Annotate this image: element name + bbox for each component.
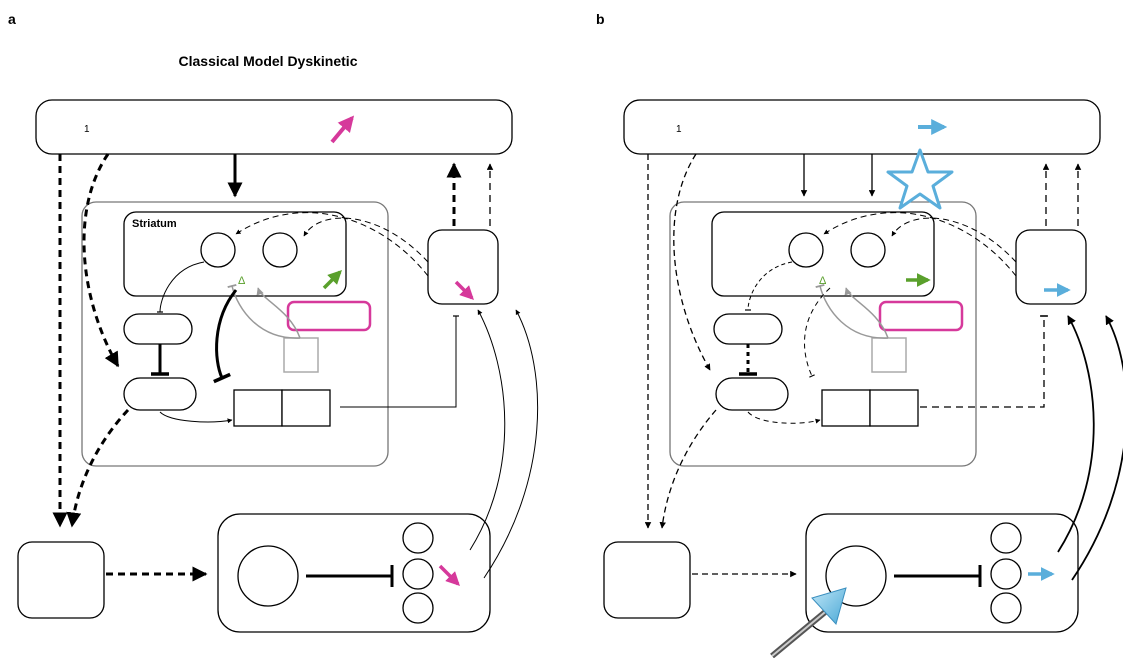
cortex-label: 1 — [84, 124, 90, 135]
spinal-box-b — [603, 541, 691, 619]
gpi-box — [233, 389, 283, 427]
fiber-circle-b2 — [990, 558, 1022, 590]
fiber-circle-b1 — [990, 522, 1022, 554]
panel-a-title: Classical Model Dyskinetic — [179, 53, 358, 69]
stn-to-gpi — [159, 411, 233, 424]
gpi-to-thalamus-b — [920, 315, 1048, 408]
panel-a-label: a — [8, 11, 16, 27]
gray-box — [283, 337, 319, 373]
snr-box — [281, 389, 331, 427]
fiber-circle-2 — [402, 558, 434, 590]
d2-neuron-b — [788, 232, 824, 268]
cortex-increase-arrow — [330, 115, 355, 144]
thalamus-to-d1 — [303, 217, 429, 263]
d1-to-gpi — [213, 289, 238, 384]
feedback-2 — [483, 309, 539, 579]
gray-box-b — [871, 337, 907, 373]
basal-ganglia-box-b — [669, 201, 977, 467]
d1-neuron — [262, 232, 298, 268]
stn-to-gpi-b — [747, 411, 821, 424]
gpe-box-b — [713, 313, 783, 345]
gray-arrow-1 — [256, 287, 301, 339]
motor-neuron — [237, 545, 299, 607]
thalamus-arrow — [454, 280, 474, 300]
magenta-box-b — [878, 300, 964, 332]
thalamus-box-b — [1015, 229, 1087, 305]
star-icon — [886, 148, 954, 210]
feedback-b2 — [1071, 315, 1123, 581]
fiber-circle-b3 — [990, 592, 1022, 624]
d1-to-gpi-b — [804, 287, 831, 378]
striatum-label: Striatum — [132, 218, 177, 230]
gray-arrow-b — [844, 287, 889, 339]
thalamus-box — [427, 229, 499, 305]
delta-symbol: Δ — [238, 275, 246, 287]
d2-neuron — [200, 232, 236, 268]
fiber-circle-1 — [402, 522, 434, 554]
stn-to-spinal-b — [659, 409, 717, 529]
magenta-box — [286, 300, 372, 332]
stn-to-spinal — [66, 408, 130, 528]
muscle-arrow — [438, 564, 460, 586]
stn-box-b — [715, 377, 789, 411]
panel-b: b 1 Δ — [596, 11, 1123, 658]
gpi-to-thalamus — [340, 315, 459, 408]
thalamus-to-d1-b — [891, 217, 1017, 263]
panel-b-label: b — [596, 11, 605, 27]
basal-ganglia-box — [81, 201, 389, 467]
d2-to-gpe — [156, 261, 205, 313]
d1-neuron-b — [850, 232, 886, 268]
striatum-increase-arrow — [322, 270, 342, 290]
cortex-box — [35, 99, 513, 155]
gray-inhibit-b — [815, 284, 889, 339]
snr-box-b — [869, 389, 919, 427]
cortex-to-stn — [82, 153, 120, 368]
feedback-b1 — [1057, 315, 1095, 553]
stn-box — [123, 377, 197, 411]
feedback-1 — [469, 309, 506, 551]
panel-a: a Classical Model Dyskinetic 1 Striatum … — [8, 11, 539, 633]
spinal-box — [17, 541, 105, 619]
cortex-label-b: 1 — [676, 124, 682, 135]
delta-symbol-b: Δ — [819, 275, 827, 287]
d2-to-gpe-b — [744, 261, 793, 311]
cortex-box-b — [623, 99, 1101, 155]
gpe-box — [123, 313, 193, 345]
electrode-icon — [770, 587, 847, 658]
cortex-to-stn-b — [673, 153, 711, 371]
gpi-box-b — [821, 389, 871, 427]
fiber-circle-3 — [402, 592, 434, 624]
